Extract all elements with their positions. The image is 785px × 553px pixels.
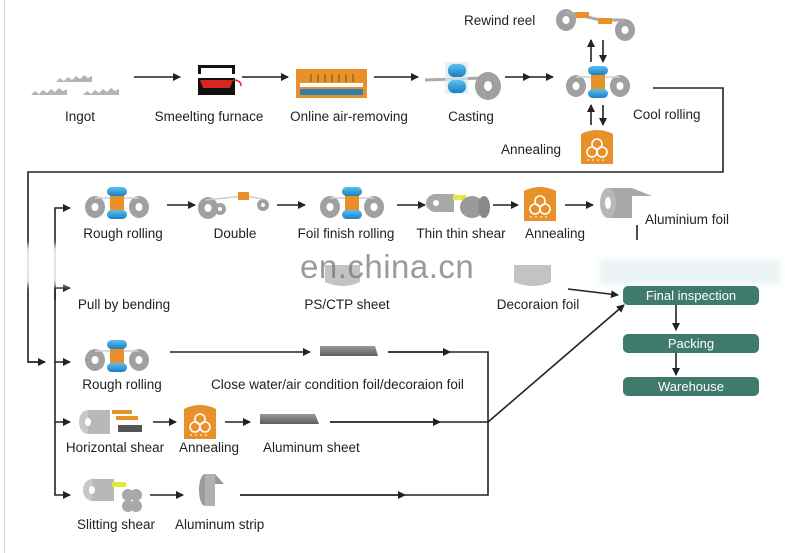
label-casting: Casting <box>448 109 494 124</box>
annealing-furnace-icon <box>523 186 557 222</box>
obscured-band <box>20 245 180 285</box>
aluminium-foil-roll-icon <box>600 188 652 218</box>
label-foil-finish-rolling: Foil finish rolling <box>297 226 395 241</box>
label-online-air-removing: Online air-removing <box>290 109 408 124</box>
horizontal-shear-icon <box>79 410 142 434</box>
label-annealing: Annealing <box>501 142 562 157</box>
foil-finish-rolling-icon <box>320 187 384 219</box>
label-slitting-shear: Slitting shear <box>76 517 156 532</box>
label-aluminum-sheet: Aluminum sheet <box>263 440 360 455</box>
casting-icon <box>424 62 501 100</box>
decoration-foil-icon <box>514 265 551 286</box>
watermark: en.china.cn <box>300 248 475 285</box>
double-icon <box>198 192 269 219</box>
image-border <box>4 0 5 553</box>
label-horizontal-shear: Horizontal shear <box>65 440 165 455</box>
row4-arrows <box>28 300 680 499</box>
label-cool-rolling: Cool rolling <box>633 107 701 122</box>
label-smelting-furnace: Smeelting furnace <box>154 109 264 124</box>
label-rough-rolling: Rough rolling <box>83 226 163 241</box>
label-rewind-reel: Rewind reel <box>464 13 536 28</box>
label-annealing: Annealing <box>524 226 586 241</box>
annealing-furnace-icon <box>183 404 217 440</box>
thin-shear-icon <box>426 194 490 218</box>
label-close-water-foil: Close water/air condition foil/decoraion… <box>211 377 464 392</box>
smelting-furnace-icon <box>198 65 242 95</box>
packing-box: Packing <box>623 334 759 353</box>
warehouse-box: Warehouse <box>623 377 759 396</box>
rough-rolling-icon <box>85 340 149 372</box>
ingot-icon <box>27 75 119 95</box>
aluminum-sheet-icon <box>260 414 319 424</box>
label-thin-thin-shear: Thin thin shear <box>416 226 506 241</box>
ps-ctp-sheet-icon <box>325 265 360 286</box>
label-double: Double <box>213 226 257 241</box>
label-pull-by-bending: Pull by bending <box>77 297 171 312</box>
rough-rolling-icon <box>85 187 149 219</box>
aluminum-strip-icon <box>199 474 224 506</box>
slitting-shear-icon <box>83 479 142 512</box>
row3-arrows <box>54 284 619 300</box>
obscured-band <box>600 260 780 284</box>
annealing-furnace-icon <box>580 129 614 165</box>
close-water-foil-sheet-icon <box>320 346 378 356</box>
label-rough-rolling-2: Rough rolling <box>82 377 162 392</box>
final-inspection-box: Final inspection <box>623 286 759 305</box>
label-annealing-3: Annealing <box>178 440 240 455</box>
rewind-reel-icon <box>556 9 635 41</box>
label-aluminum-strip: Aluminum strip <box>175 517 265 532</box>
cool-rolling-mill-icon <box>566 66 630 98</box>
label-aluminium-foil: Aluminium foil <box>645 212 730 227</box>
label-ps-ctp-sheet: PS/CTP sheet <box>304 297 390 312</box>
label-decoration-foil: Decoraion foil <box>496 297 580 312</box>
label-ingot: Ingot <box>64 109 96 124</box>
air-removing-icon <box>296 69 367 98</box>
